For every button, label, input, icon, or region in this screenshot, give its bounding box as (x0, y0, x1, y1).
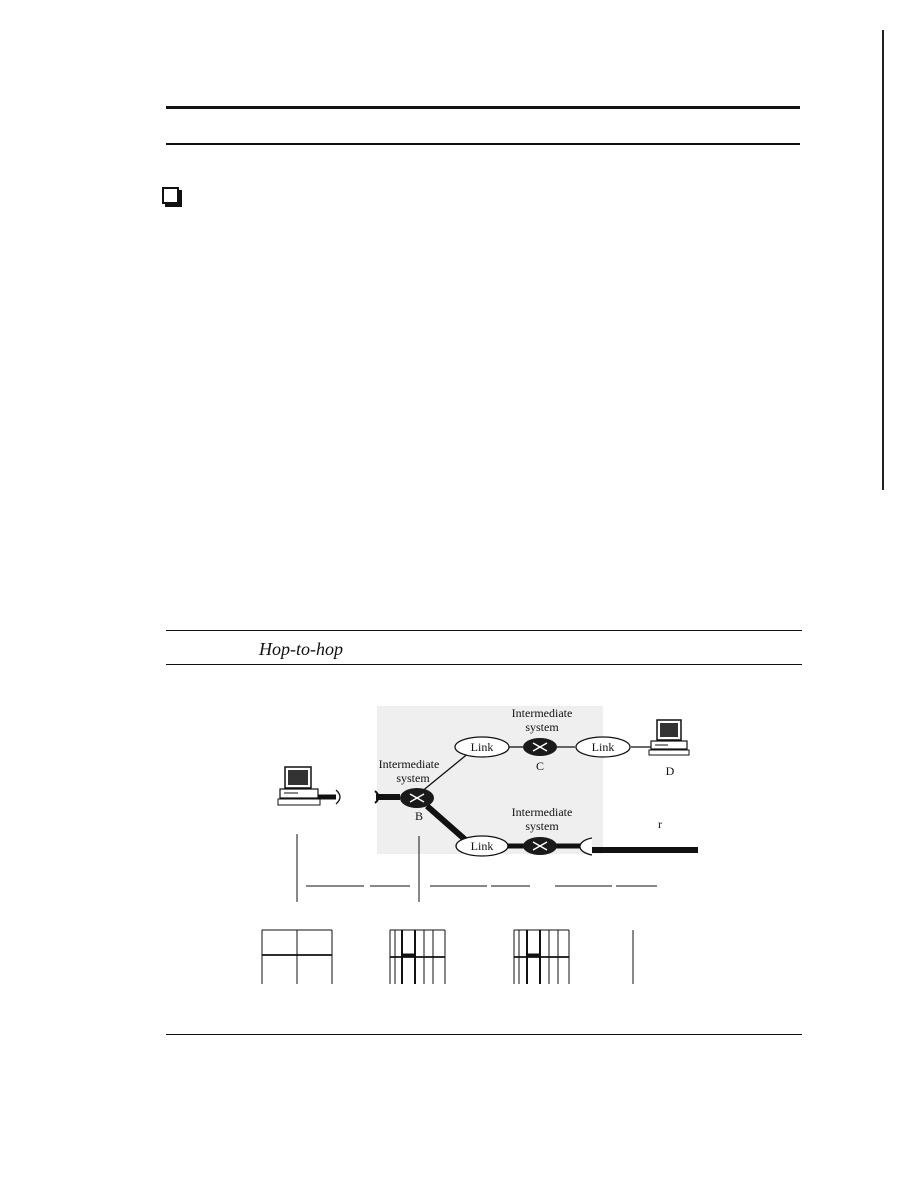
link-label-upper-right: Link (592, 740, 615, 754)
node-label-d: D (666, 764, 675, 778)
figure-caption-rule-top (166, 630, 802, 631)
figure-caption: Hop-to-hop (259, 639, 343, 659)
intermediate-label-lower-line2: system (525, 819, 559, 833)
node-label-b: B (415, 809, 423, 823)
checkbox-bullet-icon (162, 187, 179, 204)
link-oval-upper-left (454, 736, 510, 758)
intermediate-label-c-line1: Intermediate (512, 706, 573, 720)
link-label-lower: Link (471, 839, 494, 853)
link-oval-upper-right (575, 736, 631, 758)
figure-bottom-rule (166, 1034, 802, 1035)
intermediate-label-b-line2: system (396, 771, 430, 785)
link-label-upper-left: Link (471, 740, 494, 754)
computer-d-icon (648, 719, 690, 756)
thick-bar-right (591, 847, 698, 853)
thick-line-b-to-lower-link (425, 803, 471, 846)
intermediate-label-b-line1: Intermediate (379, 757, 440, 771)
router-lower-icon (523, 837, 557, 855)
page-edge-bar (882, 30, 884, 490)
frame-grid-3 (513, 929, 570, 984)
cable-end-left-of-b (374, 790, 380, 804)
intermediate-label-lower-line1: Intermediate (512, 805, 573, 819)
computer-a-icon (277, 766, 341, 806)
frame-grid-2 (389, 929, 446, 984)
router-c-icon (523, 738, 557, 756)
node-label-c: C (536, 759, 544, 773)
frame-grid-1 (261, 929, 333, 984)
router-b-icon (400, 788, 434, 808)
header-rule-thin (166, 143, 800, 145)
diagram-background-panel (377, 706, 603, 854)
figure-caption-rule-bottom (166, 664, 802, 665)
link-oval-partial (579, 837, 593, 856)
corner-mark: r (658, 817, 662, 831)
intermediate-label-c-line2: system (525, 720, 559, 734)
link-oval-lower (455, 835, 509, 857)
header-rule-thick (166, 106, 800, 109)
